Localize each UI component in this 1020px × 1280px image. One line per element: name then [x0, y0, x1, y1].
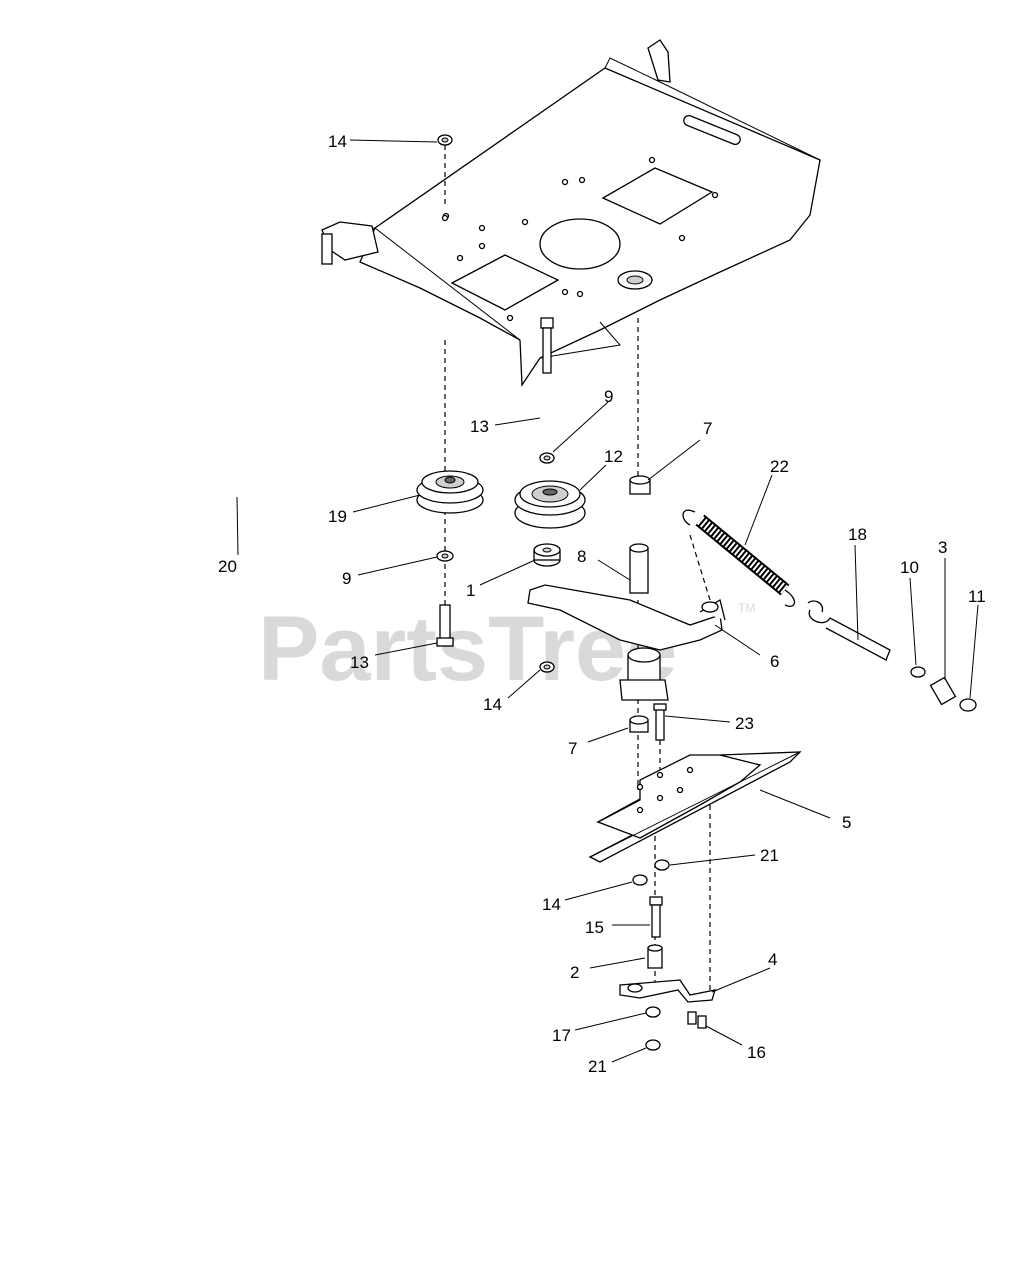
nut-10	[910, 666, 926, 678]
callout-13: 13	[350, 653, 369, 672]
callout-15: 15	[585, 918, 604, 937]
idler-arm-6	[527, 584, 726, 701]
bolts-16	[687, 1011, 707, 1029]
mounting-plate	[321, 39, 821, 388]
callout-14: 14	[483, 695, 502, 714]
axis-line-spring	[689, 534, 711, 601]
callout-18: 18	[848, 525, 867, 544]
callout-7: 7	[703, 419, 712, 438]
drive-belt	[180, 340, 489, 499]
spacer-tube-8	[629, 543, 649, 594]
callout-19: 19	[328, 507, 347, 526]
callout-4: 4	[768, 950, 777, 969]
nut-14-lower	[632, 874, 648, 886]
callout-11: 11	[968, 587, 986, 606]
idler-pulley-19	[416, 470, 484, 514]
callout-1: 1	[466, 581, 475, 600]
nut-21-lower	[645, 1039, 661, 1051]
bushing-7-lower	[629, 715, 649, 733]
nut-11	[959, 698, 977, 712]
spacer-2	[647, 944, 663, 969]
callout-21: 21	[588, 1057, 607, 1076]
bolt-13-left	[436, 604, 454, 647]
pin-23	[653, 703, 667, 741]
callout-9: 9	[604, 387, 613, 406]
callout-2: 2	[570, 963, 579, 982]
callout-10: 10	[900, 558, 919, 577]
callout-22: 22	[770, 457, 789, 476]
spacer-1	[533, 543, 561, 567]
callout-8: 8	[577, 547, 586, 566]
extension-spring-22	[682, 509, 796, 607]
callout-12: 12	[604, 447, 623, 466]
callout-7: 7	[568, 739, 577, 758]
leader-lines	[236, 139, 979, 1063]
nut-21-upper	[654, 859, 670, 871]
callout-14: 14	[542, 895, 561, 914]
idler-pulley-12	[514, 480, 586, 529]
bracket-4	[619, 979, 716, 1003]
callout-3: 3	[938, 538, 947, 557]
nut-14-top	[437, 134, 453, 146]
bushing-3	[929, 676, 957, 706]
callout-6: 6	[770, 652, 779, 671]
callout-17: 17	[552, 1026, 571, 1045]
callout-5: 5	[842, 813, 851, 832]
callout-13: 13	[470, 417, 489, 436]
bolt-13-upper	[540, 317, 554, 374]
callout-21: 21	[760, 846, 779, 865]
callout-23: 23	[735, 714, 754, 733]
callout-9: 9	[342, 569, 351, 588]
eyebolt-rod-18	[807, 600, 891, 661]
nut-17	[645, 1006, 661, 1018]
watermark-trademark: TM	[738, 601, 755, 615]
callout-16: 16	[747, 1043, 766, 1062]
axis-line-right	[659, 740, 711, 990]
bracket-plate-5	[588, 751, 802, 863]
bushing-7-upper	[629, 475, 651, 495]
callout-20: 20	[218, 557, 237, 576]
bolt-15	[649, 896, 663, 938]
callout-14: 14	[328, 132, 347, 151]
